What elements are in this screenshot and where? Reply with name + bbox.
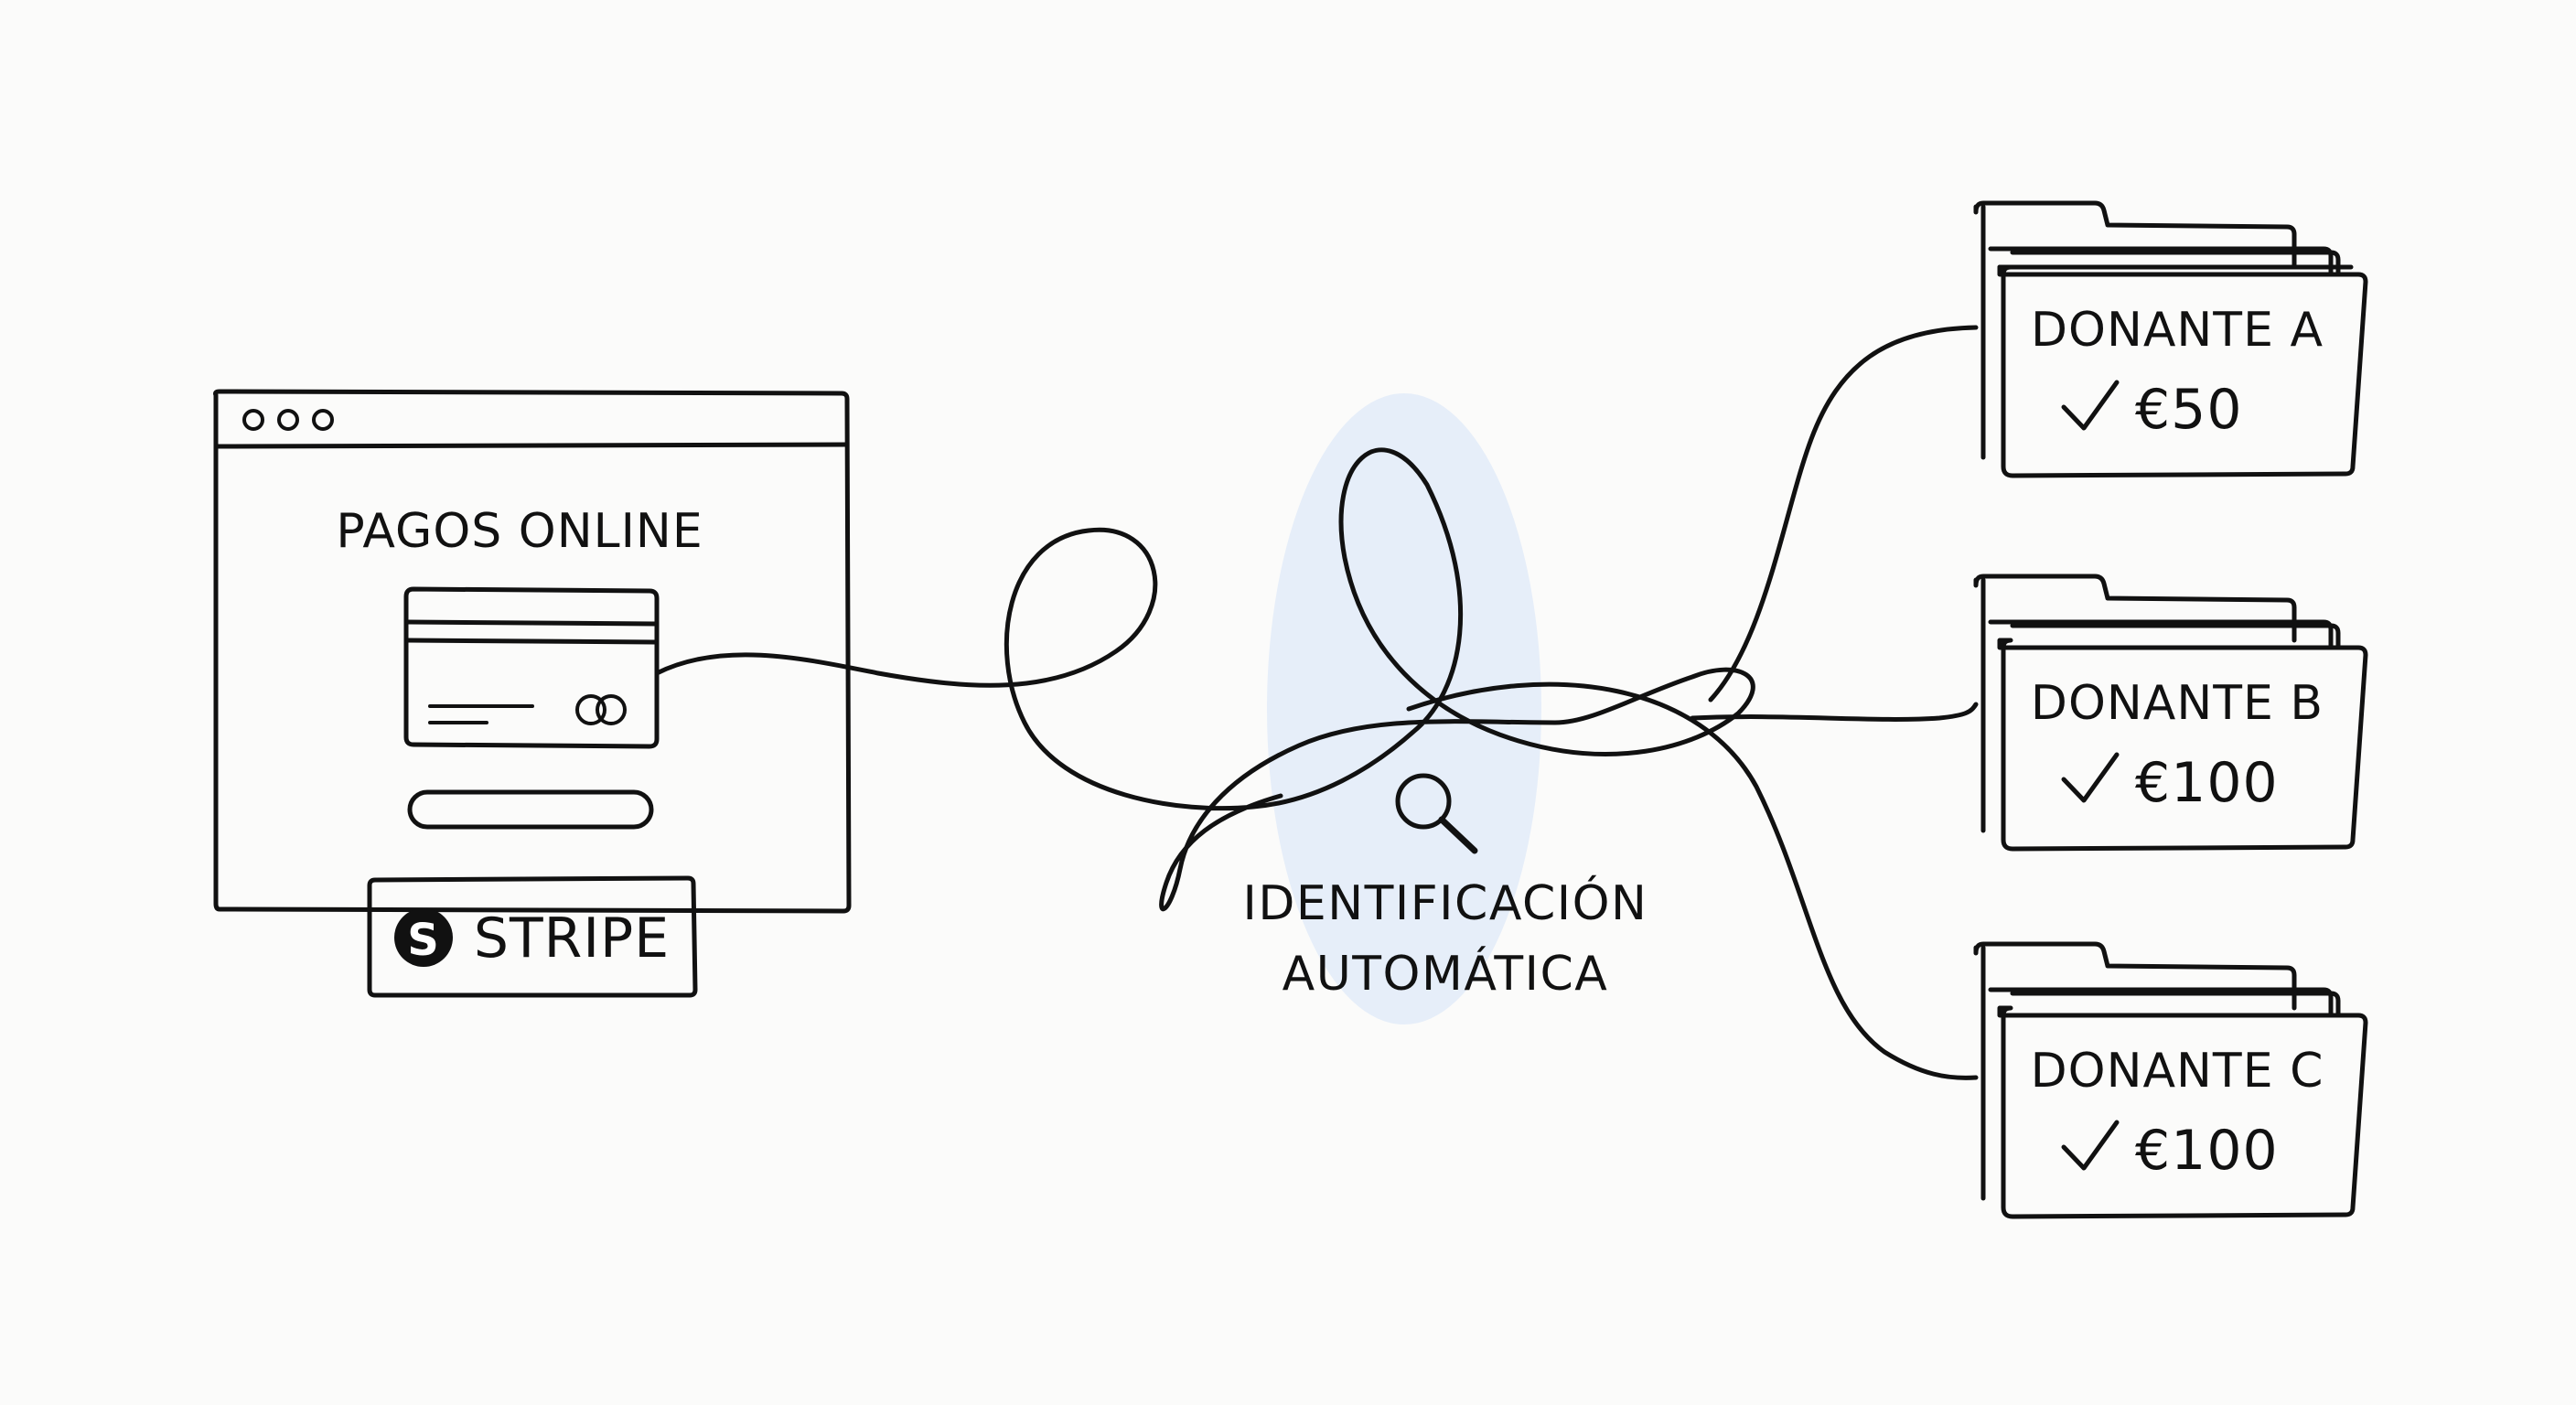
- folder-b-amount: €100: [2135, 751, 2279, 815]
- flow-branch-a: [1708, 325, 1979, 702]
- folder-c-name: DONANTE C: [2031, 1044, 2324, 1099]
- center-highlight: [1267, 393, 1541, 1024]
- folder-c-amount: €100: [2135, 1119, 2279, 1183]
- folder-donante-b: DONANTE B €100: [1973, 574, 2368, 852]
- browser-window: PAGOS ONLINE: [213, 389, 852, 914]
- folder-b-name: DONANTE B: [2031, 676, 2324, 731]
- folder-a-name: DONANTE A: [2031, 303, 2324, 358]
- magnifier-icon: [1395, 773, 1478, 854]
- stripe-logo-letter: S: [407, 915, 440, 966]
- flow-branch-b: [1690, 702, 1979, 722]
- checkmark-icon: [2061, 380, 2120, 431]
- checkmark-icon: [2061, 752, 2120, 803]
- folder-donante-c: DONANTE C €100: [1973, 941, 2368, 1219]
- checkmark-icon: [2061, 1120, 2120, 1171]
- window-dots-icon: [242, 409, 334, 431]
- flow-branch-c: [1406, 681, 1979, 1080]
- browser-title: PAGOS ONLINE: [336, 504, 703, 559]
- credit-card-icon: [403, 586, 660, 749]
- stripe-label: STRIPE: [474, 906, 670, 971]
- stripe-badge: S STRIPE: [367, 875, 698, 998]
- center-label-line2: AUTOMÁTICA: [1283, 946, 1609, 1002]
- button-bar: [407, 789, 654, 830]
- flow-line: [654, 447, 1755, 912]
- folder-a-amount: €50: [2135, 378, 2243, 442]
- center-label-line1: IDENTIFICACIÓN: [1243, 874, 1648, 931]
- stripe-logo-icon: S: [394, 908, 453, 967]
- folder-donante-a: DONANTE A €50: [1973, 200, 2368, 478]
